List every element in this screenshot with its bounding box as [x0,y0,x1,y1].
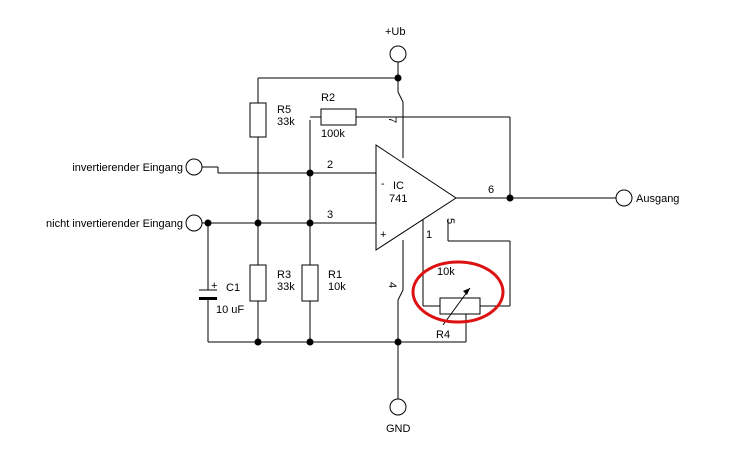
output-terminal: Ausgang [615,189,679,207]
resistor-r3: R3 33k [249,264,295,302]
c1-polarity: + [211,280,217,292]
r5-name: R5 [277,104,291,116]
wires [202,62,616,400]
noninverting-input-terminal: nicht invertierender Eingang [46,214,203,232]
r1-value: 10k [328,281,346,293]
junction-dot [306,169,314,177]
noninverting-input-label: nicht invertierender Eingang [46,218,183,230]
junction-dot [204,219,212,227]
r2-value: 100k [321,128,345,140]
c1-value: 10 uF [216,304,244,316]
pin-5-label: 5 [444,218,456,224]
output-label: Ausgang [636,193,679,205]
ic-type: 741 [389,193,407,205]
r2-name: R2 [321,92,335,104]
r3-name: R3 [277,269,291,281]
junction-dot [506,194,514,202]
r3-value: 33k [277,281,295,293]
ic-minus-sign: - [381,178,385,190]
r4-name: R4 [436,329,450,341]
junction-dots [204,74,514,346]
pin-numbers: 2 3 6 1 7 4 5 [327,117,494,288]
junction-dot [254,338,262,346]
pin-1-label: 1 [426,229,432,241]
junction-dot [394,74,402,82]
r5-value: 33k [277,116,295,128]
pin-7-label: 7 [386,117,398,123]
inverting-input-terminal: invertierender Eingang [72,158,203,176]
resistor-r5: R5 33k [249,102,295,138]
resistor-r2: R2 100k [320,92,357,140]
resistor-r1: R1 10k [301,264,346,302]
pin-3-label: 3 [327,209,333,221]
junction-dot [394,338,402,346]
inverting-input-label: invertierender Eingang [72,162,183,174]
opamp-ic: - + IC 741 [375,144,457,251]
highlight-ellipse [411,260,505,324]
pin-6-label: 6 [488,184,494,196]
ground-label: GND [386,423,411,435]
capacitor-c1: + C1 10 uF [199,280,244,316]
junction-dot [306,338,314,346]
junction-dot [254,219,262,227]
r4-value: 10k [437,266,455,278]
pin-4-label: 4 [386,282,398,288]
potentiometer-r4: 10k R4 [436,266,481,341]
ground-terminal: GND [386,398,411,435]
r1-name: R1 [328,269,342,281]
supply-label: +Ub [385,26,406,38]
ic-label: IC [393,180,404,192]
supply-terminal: +Ub [385,26,407,63]
junction-dot [306,219,314,227]
c1-name: C1 [226,282,240,294]
pin-2-label: 2 [327,159,333,171]
ic-plus-sign: + [380,229,386,241]
